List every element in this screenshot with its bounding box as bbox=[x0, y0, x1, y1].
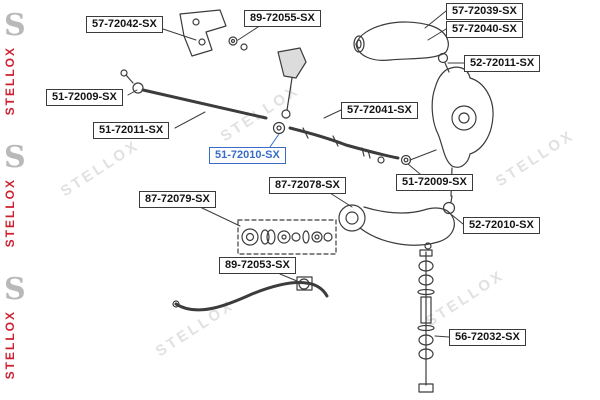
upper-control-arm bbox=[353, 21, 449, 61]
centre-link bbox=[141, 88, 348, 147]
fastener-set bbox=[228, 36, 248, 51]
part-label-51-72009-left[interactable]: 51-72009-SX bbox=[46, 89, 123, 106]
idler-arm bbox=[277, 47, 307, 119]
stellox-logo-icon: S bbox=[4, 8, 26, 43]
bushing-kit-exploded bbox=[237, 219, 337, 255]
part-label-57-72041[interactable]: 57-72041-SX bbox=[341, 102, 418, 119]
stabilizer-clamp bbox=[296, 276, 313, 291]
part-label-87-72078[interactable]: 87-72078-SX bbox=[269, 177, 346, 194]
part-label-89-72053[interactable]: 89-72053-SX bbox=[219, 257, 296, 274]
part-label-51-72009-right[interactable]: 51-72009-SX bbox=[396, 174, 473, 191]
stabilizer-link bbox=[417, 249, 435, 393]
adjusting-sleeve bbox=[302, 127, 339, 147]
lower-ball-joint bbox=[442, 195, 456, 215]
inner-tie-rod-end bbox=[272, 121, 286, 135]
part-label-87-72079[interactable]: 87-72079-SX bbox=[139, 191, 216, 208]
part-label-51-72011[interactable]: 51-72011-SX bbox=[93, 122, 170, 139]
part-label-51-72010-selected[interactable]: 51-72010-SX bbox=[209, 147, 286, 164]
part-label-57-72039[interactable]: 57-72039-SX bbox=[446, 3, 523, 20]
stellox-logo-icon: S bbox=[4, 140, 26, 175]
part-label-56-72032[interactable]: 56-72032-SX bbox=[449, 329, 526, 346]
part-label-52-72010[interactable]: 52-72010-SX bbox=[463, 217, 540, 234]
tie-rod-end-right bbox=[344, 143, 412, 166]
part-label-57-72040[interactable]: 57-72040-SX bbox=[446, 21, 523, 38]
leader-lines bbox=[127, 10, 465, 338]
part-label-57-72042[interactable]: 57-72042-SX bbox=[86, 16, 163, 33]
part-label-89-72055[interactable]: 89-72055-SX bbox=[244, 10, 321, 27]
tie-rod-end-left bbox=[120, 69, 144, 94]
upper-ball-joint bbox=[437, 52, 450, 73]
lower-control-arm bbox=[338, 204, 455, 250]
mounting-bracket bbox=[179, 9, 227, 57]
stellox-logo-icon: S bbox=[4, 272, 26, 307]
stabilizer-bar bbox=[172, 281, 329, 312]
part-label-52-72011[interactable]: 52-72011-SX bbox=[464, 55, 541, 72]
